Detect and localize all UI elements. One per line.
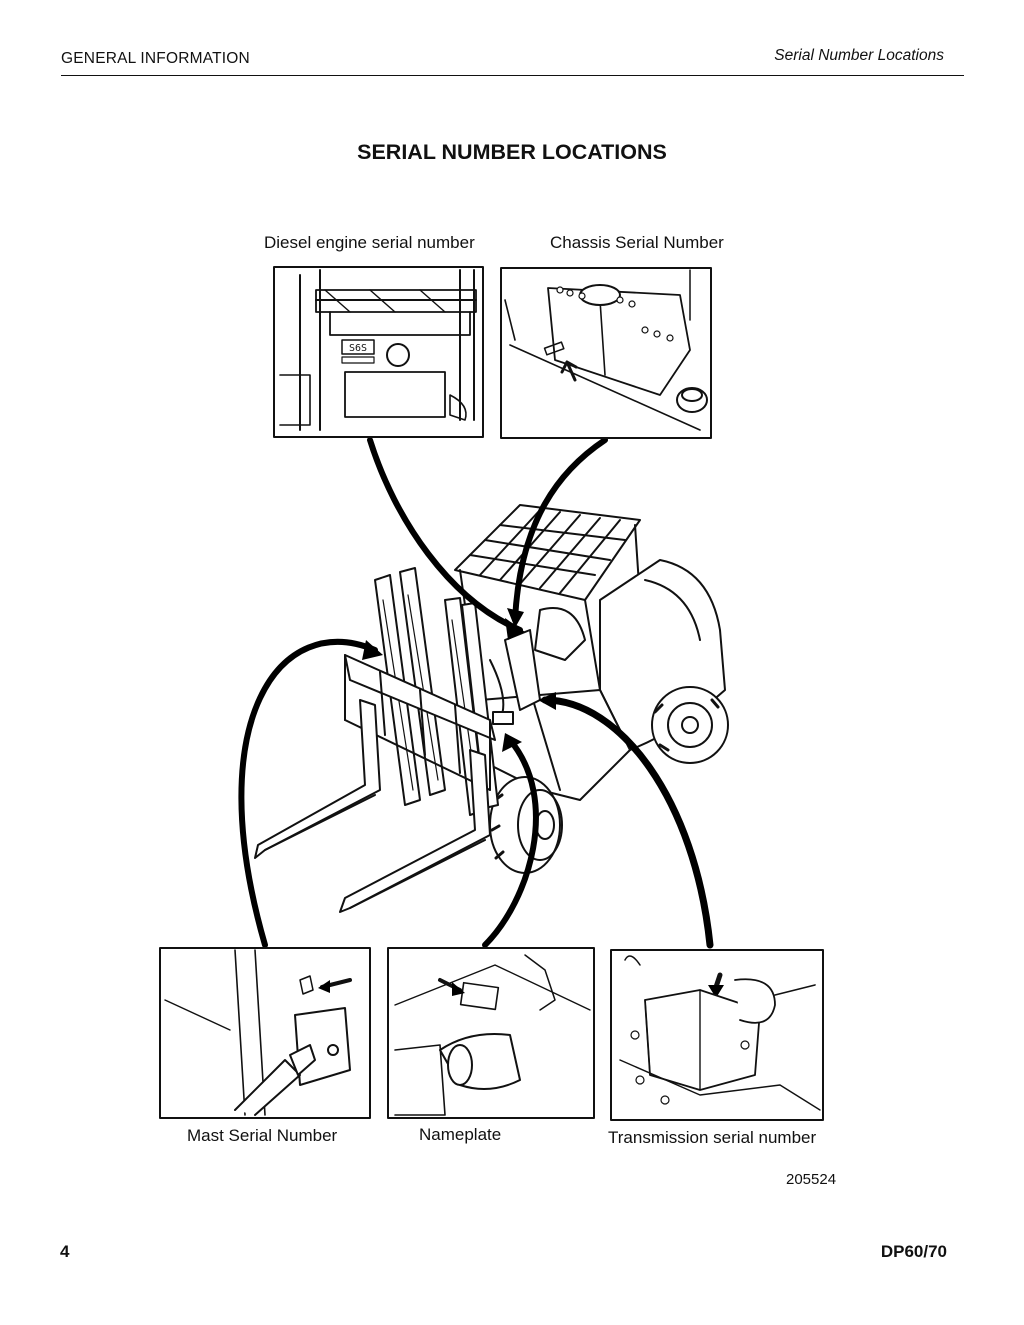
transmission-caption: Transmission serial number xyxy=(608,1128,817,1147)
forklift-illustration: S6S xyxy=(159,266,824,1121)
engine-plate-text: S6S xyxy=(349,343,367,354)
page-number: 4 xyxy=(60,1242,70,1261)
diesel-engine-inset: S6S xyxy=(273,266,484,438)
header-divider xyxy=(61,75,964,76)
diesel-engine-caption: Diesel engine serial number xyxy=(264,233,475,252)
figure-number: 205524 xyxy=(786,1171,837,1188)
model-number: DP60/70 xyxy=(880,1242,947,1261)
mast-inset xyxy=(159,947,371,1119)
mast-caption: Mast Serial Number xyxy=(187,1126,338,1145)
topic-header: Serial Number Locations xyxy=(774,47,944,64)
forklift-drawing xyxy=(254,504,729,913)
page-title: SERIAL NUMBER LOCATIONS xyxy=(357,140,667,164)
callout-arrows xyxy=(238,437,714,949)
transmission-inset xyxy=(610,949,824,1121)
chassis-inset xyxy=(500,267,712,439)
nameplate-inset xyxy=(387,947,595,1119)
section-header: GENERAL INFORMATION xyxy=(61,50,250,67)
chassis-caption: Chassis Serial Number xyxy=(550,233,724,252)
nameplate-caption: Nameplate xyxy=(419,1125,502,1144)
